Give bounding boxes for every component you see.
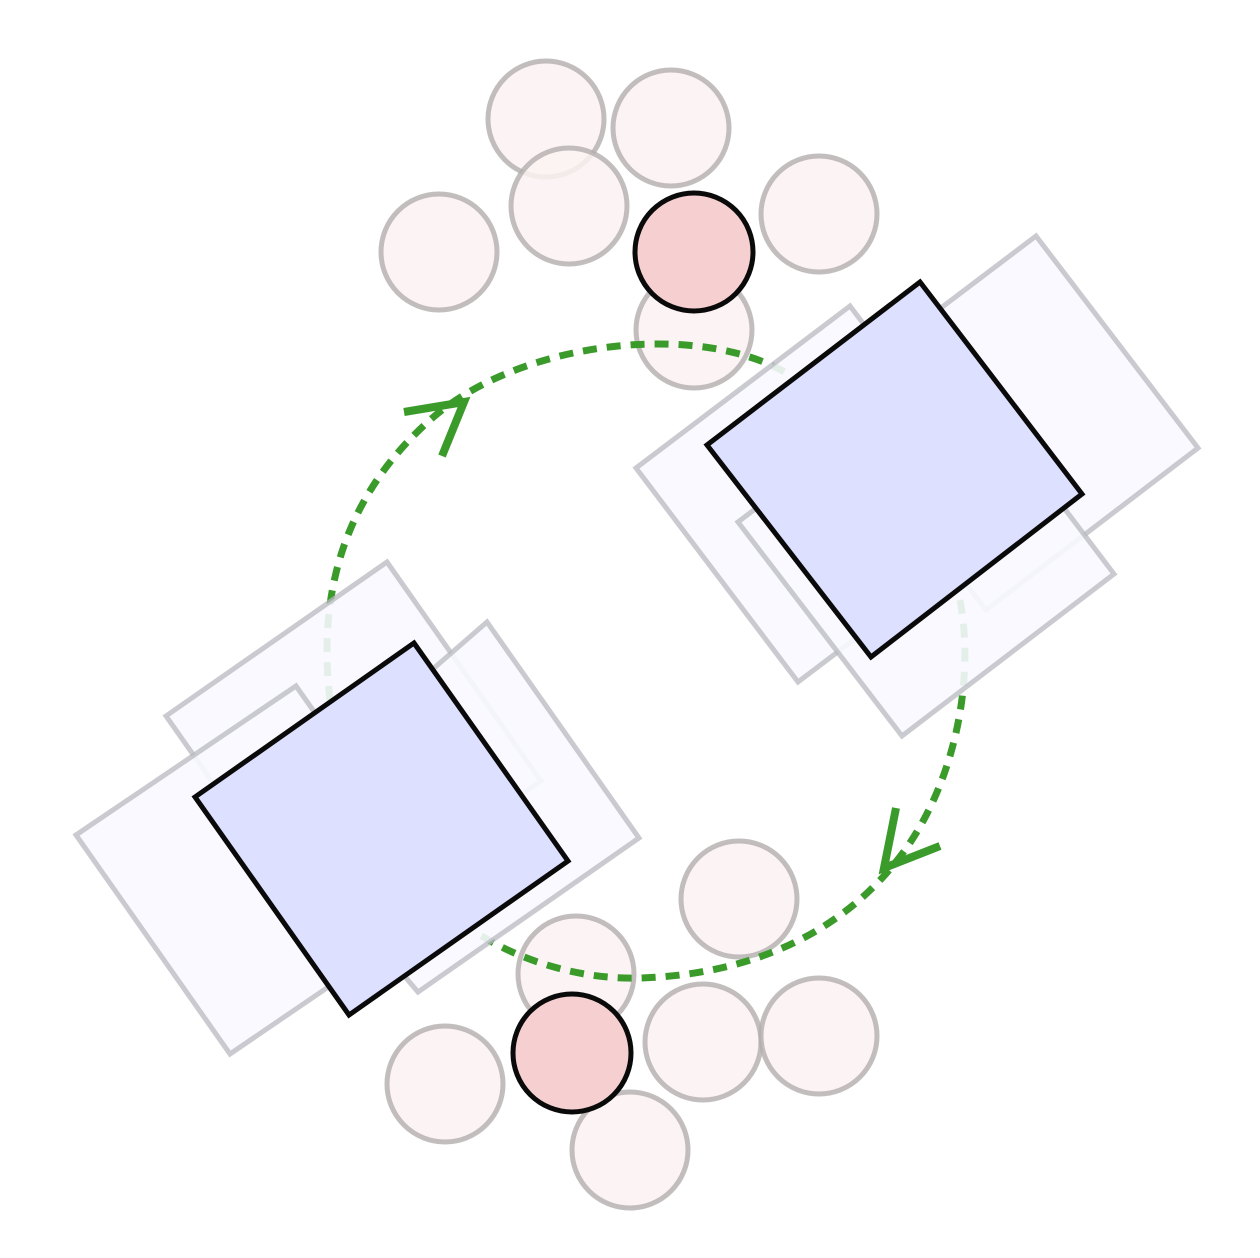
ghost-circle (610, 67, 732, 189)
ghost-circle (378, 191, 500, 313)
ghost-circle (508, 145, 630, 267)
ghost-circle (678, 838, 800, 960)
main-circle-top (632, 190, 756, 314)
cycle-arc-right (478, 599, 969, 982)
ghost-circle (384, 1023, 506, 1145)
main-square-left (191, 639, 572, 1019)
main-circle-bottom (510, 991, 634, 1115)
ghost-circle (569, 1089, 691, 1211)
ghost-circles-top (378, 58, 880, 391)
ghost-circles-bottom (384, 838, 880, 1211)
ghost-circle (642, 981, 764, 1103)
ghost-circle (758, 153, 880, 275)
main-square-right (703, 278, 1086, 661)
cycle-arrow-right (878, 807, 942, 875)
cycle-arrow-left (403, 396, 471, 458)
ghost-circle (758, 975, 880, 1097)
